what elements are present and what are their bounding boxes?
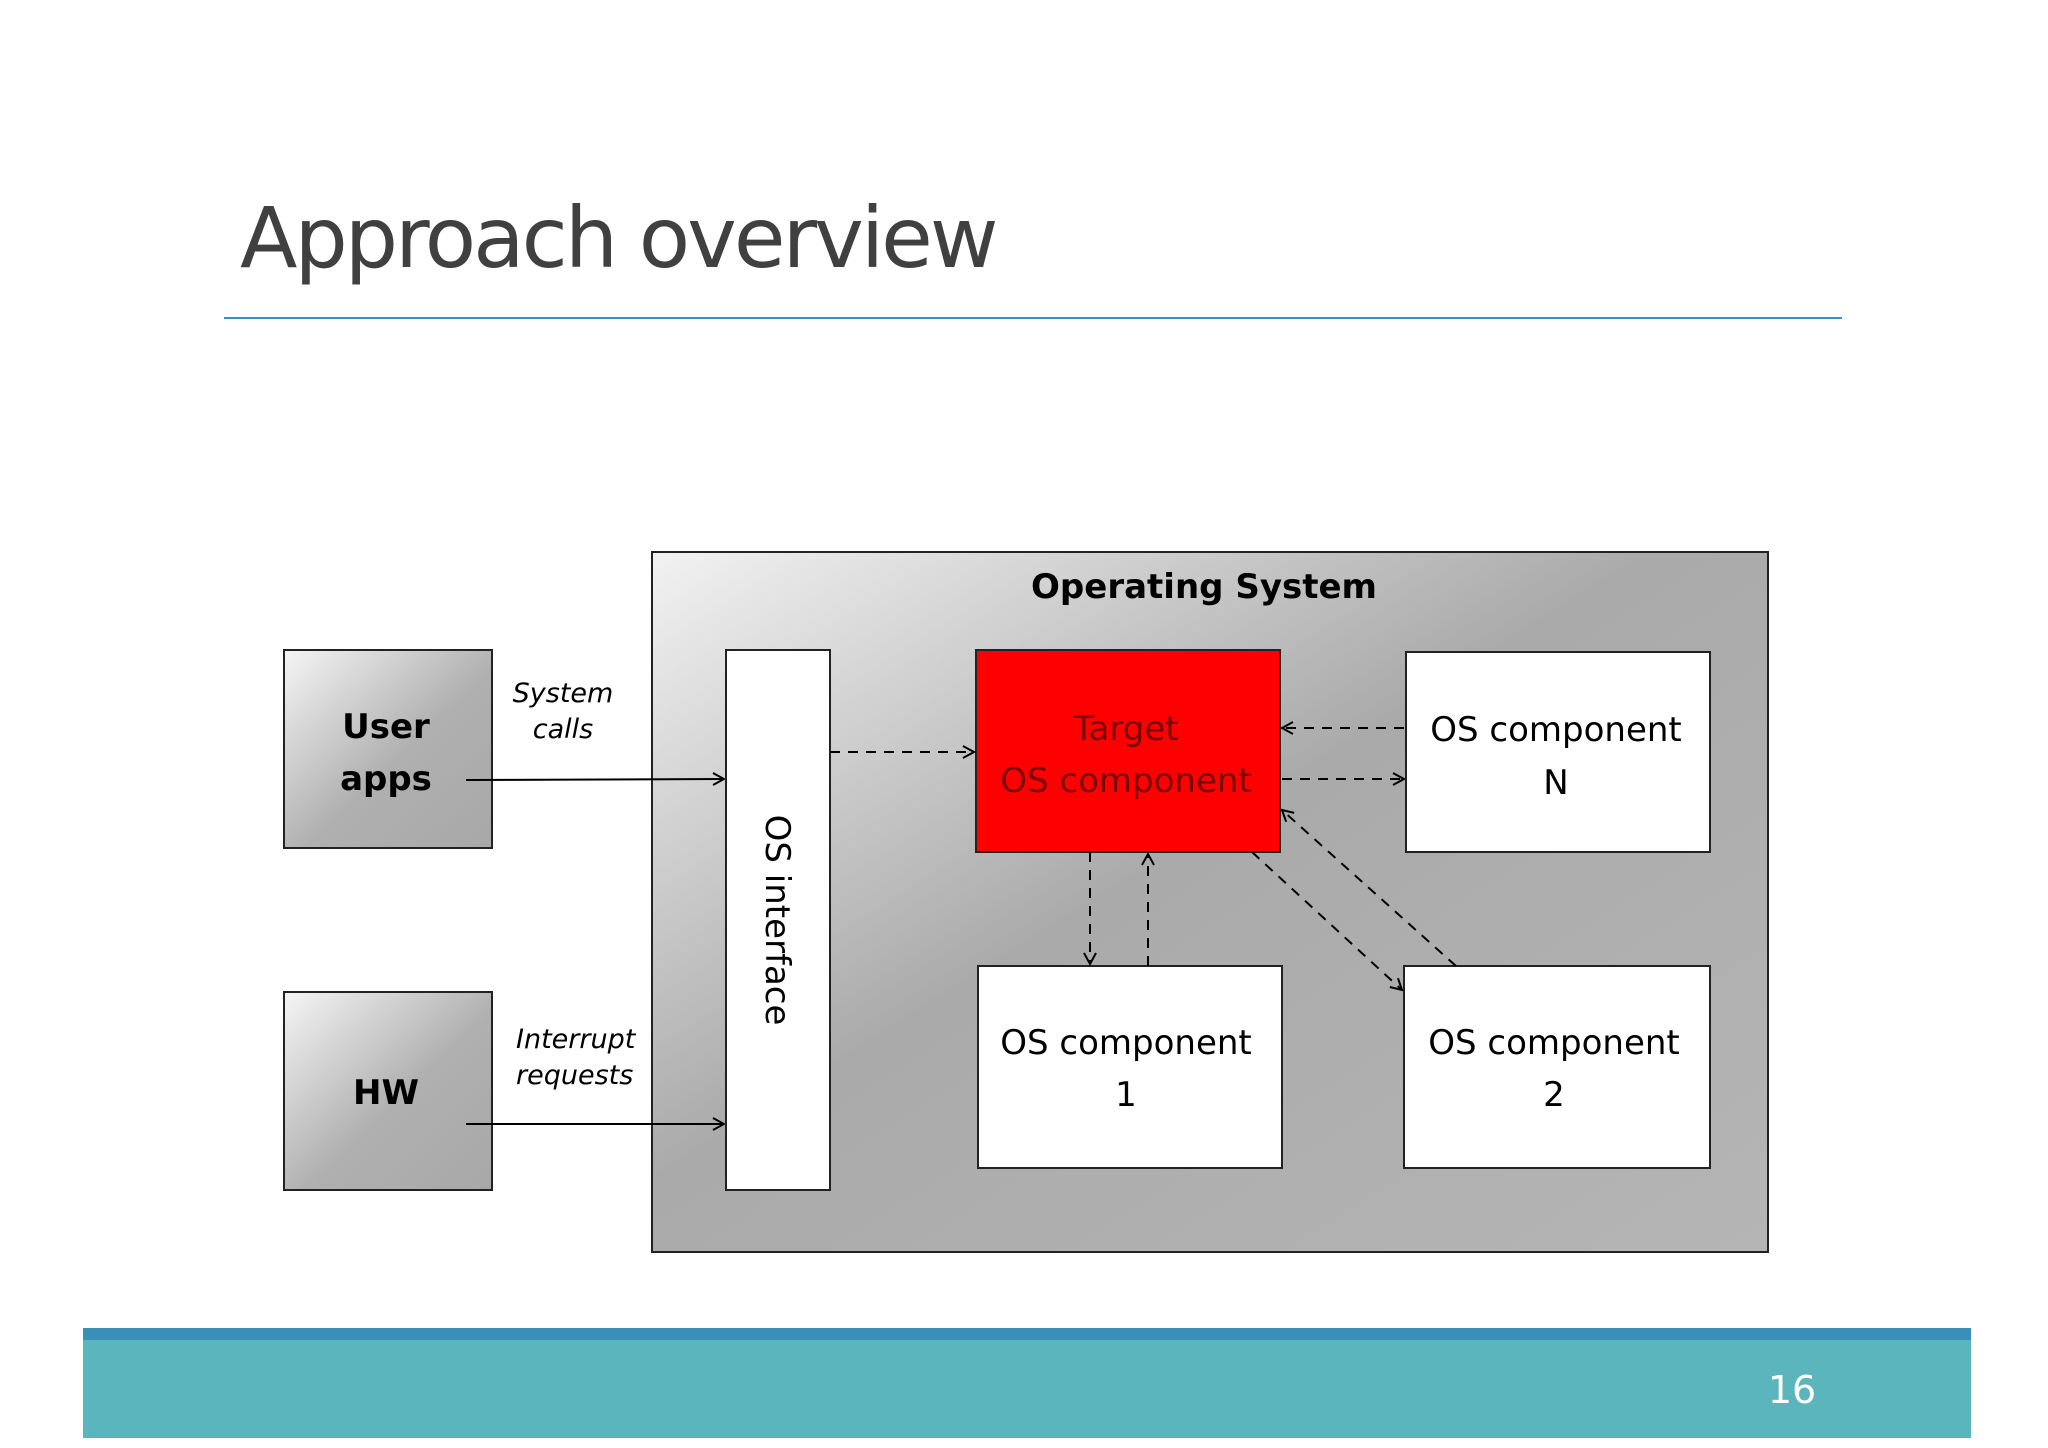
os-component-1-line1: OS component xyxy=(1000,1023,1252,1063)
os-interface-box xyxy=(725,649,831,1191)
os-component-n-line1: OS component xyxy=(1430,710,1682,750)
title-divider xyxy=(224,317,1842,319)
hw-box xyxy=(283,991,493,1191)
operating-system-title: Operating System xyxy=(1031,567,1377,607)
user-apps-box xyxy=(283,649,493,849)
hw-label: HW xyxy=(353,1073,419,1113)
os-component-1-line2: 1 xyxy=(1115,1075,1137,1115)
os-component-2-line1: OS component xyxy=(1428,1023,1680,1063)
target-os-component-line1: Target xyxy=(1072,709,1178,749)
os-component-1-box xyxy=(977,965,1283,1169)
os-component-2-box xyxy=(1403,965,1711,1169)
system-calls-arrow xyxy=(465,779,724,780)
target-os-component-line2: OS component xyxy=(1000,761,1252,801)
os-interface-label: OS interface xyxy=(757,815,797,1026)
user-apps-label-line1: User xyxy=(342,707,430,747)
os-component-2-line2: 2 xyxy=(1543,1075,1565,1115)
page-number: 16 xyxy=(1767,1368,1817,1412)
footer-accent-line xyxy=(83,1328,1971,1340)
target-to-component-2-arrow xyxy=(1251,851,1402,990)
interrupt-requests-label-line1: Interrupt xyxy=(516,1024,637,1055)
footer-bar xyxy=(83,1328,1971,1438)
target-os-component-box xyxy=(975,649,1281,853)
component-2-to-target-arrow xyxy=(1282,810,1457,967)
os-component-n-line2: N xyxy=(1543,763,1568,803)
slide-title: Approach overview xyxy=(240,189,999,287)
os-component-n-box xyxy=(1405,651,1711,853)
interrupt-requests-label-line2: requests xyxy=(516,1060,633,1091)
user-apps-label-line2: apps xyxy=(340,759,432,799)
system-calls-label-line2: calls xyxy=(533,714,593,745)
system-calls-label-line1: System xyxy=(513,678,614,709)
